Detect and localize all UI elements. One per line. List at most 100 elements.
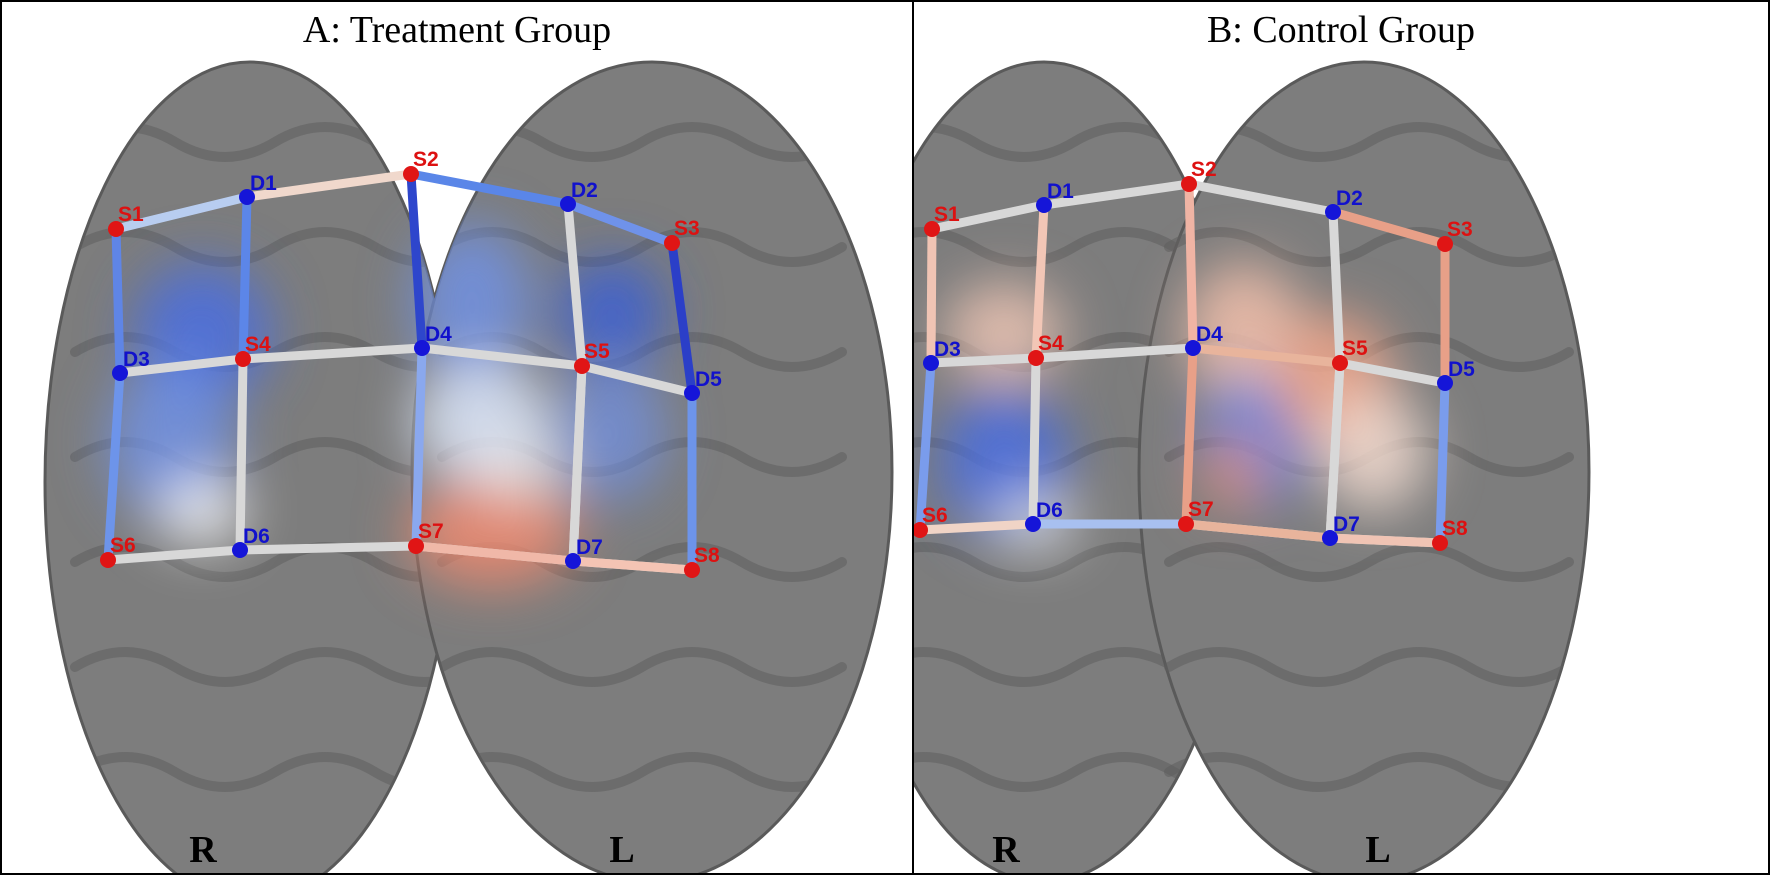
source-optode xyxy=(108,221,124,237)
activation-blob xyxy=(1184,262,1304,402)
source-label: S3 xyxy=(674,217,700,240)
gyrus-texture xyxy=(70,647,480,687)
source-optode xyxy=(574,358,590,374)
channel-line xyxy=(246,169,412,202)
source-optode xyxy=(684,562,700,578)
detector-label: D6 xyxy=(1036,499,1063,522)
channel-line xyxy=(1329,533,1441,548)
channel-line xyxy=(915,362,936,531)
channel-line xyxy=(1181,347,1198,525)
channel-line xyxy=(239,541,417,555)
detector-optode xyxy=(1025,516,1041,532)
channel-line xyxy=(235,358,248,551)
source-optode xyxy=(1178,516,1194,532)
detector-label: D2 xyxy=(571,179,598,202)
activation-blob xyxy=(1319,392,1429,512)
channel-line xyxy=(580,361,694,398)
channel-line xyxy=(107,545,241,565)
panel-title: B: Control Group xyxy=(1206,9,1476,51)
detector-optode xyxy=(1322,530,1338,546)
source-label: S6 xyxy=(110,534,136,557)
channel-line xyxy=(1185,519,1331,543)
activation-blob xyxy=(157,477,247,547)
source-label: S8 xyxy=(694,544,720,567)
channel-line xyxy=(1184,183,1198,349)
source-label: S7 xyxy=(418,520,444,543)
detector-label: D7 xyxy=(1333,513,1360,536)
channel-line xyxy=(566,199,674,248)
channel-line xyxy=(930,353,1037,368)
source-label: S8 xyxy=(1442,517,1468,540)
channel-line xyxy=(1331,207,1447,249)
detector-optode xyxy=(1325,204,1341,220)
detector-optode xyxy=(684,385,700,401)
channel-line xyxy=(1188,179,1334,217)
channel-line xyxy=(111,228,125,374)
channel-line xyxy=(238,196,252,360)
source-label: S6 xyxy=(922,504,948,527)
source-optode xyxy=(1181,176,1197,192)
detector-optode xyxy=(232,542,248,558)
activation-blob xyxy=(557,257,667,367)
gyrus-texture xyxy=(437,752,847,792)
source-optode xyxy=(914,522,928,538)
gyrus-texture xyxy=(70,542,480,582)
right-hemisphere-label: R xyxy=(992,829,1020,871)
gyrus-texture xyxy=(70,227,480,267)
source-optode xyxy=(924,221,940,237)
source-label: S4 xyxy=(245,333,271,356)
panel-title: A: Treatment Group xyxy=(302,9,612,51)
channel-line xyxy=(410,169,569,209)
gyrus-texture xyxy=(1164,542,1574,582)
activation-overlay xyxy=(107,222,667,587)
detector-optode xyxy=(239,189,255,205)
channel-line xyxy=(242,343,423,364)
source-label: S4 xyxy=(1038,332,1064,355)
channel-line xyxy=(1339,358,1446,388)
source-optode xyxy=(408,538,424,554)
channel-line xyxy=(568,365,587,562)
channel-line xyxy=(411,347,427,547)
source-label: S7 xyxy=(1188,498,1214,521)
detector-optode xyxy=(112,365,128,381)
detector-label: D1 xyxy=(1047,180,1074,203)
source-label: S2 xyxy=(1191,158,1217,181)
source-optode xyxy=(235,351,251,367)
detector-label: D1 xyxy=(250,172,277,195)
detector-optode xyxy=(1437,375,1453,391)
channel-line xyxy=(415,541,574,566)
channel-line xyxy=(919,519,1034,535)
channel-line xyxy=(931,200,1045,234)
channel-line xyxy=(1192,343,1341,368)
detector-optode xyxy=(1185,340,1201,356)
source-optode xyxy=(664,235,680,251)
channel-line xyxy=(119,354,244,378)
activation-blob xyxy=(472,442,572,502)
channel-line xyxy=(572,556,693,575)
channel-line xyxy=(1035,343,1194,363)
channel-line xyxy=(926,228,937,364)
detector-label: D4 xyxy=(425,323,452,346)
source-label: S1 xyxy=(118,203,144,226)
channel-line xyxy=(1328,211,1345,364)
detector-label: D2 xyxy=(1336,187,1363,210)
source-optode xyxy=(1332,355,1348,371)
right-hemisphere-label: R xyxy=(189,829,217,871)
channel-line xyxy=(406,173,427,349)
gyrus-texture xyxy=(1164,752,1574,792)
channel-line xyxy=(421,343,583,371)
detector-label: D6 xyxy=(243,525,270,548)
channel-line xyxy=(1031,204,1049,359)
source-optode xyxy=(1437,236,1453,252)
detector-optode xyxy=(923,355,939,371)
detector-label: D5 xyxy=(695,368,722,391)
gyrus-texture xyxy=(437,227,847,267)
source-optode xyxy=(100,552,116,568)
source-label: S5 xyxy=(1342,337,1368,360)
source-optode xyxy=(1028,350,1044,366)
